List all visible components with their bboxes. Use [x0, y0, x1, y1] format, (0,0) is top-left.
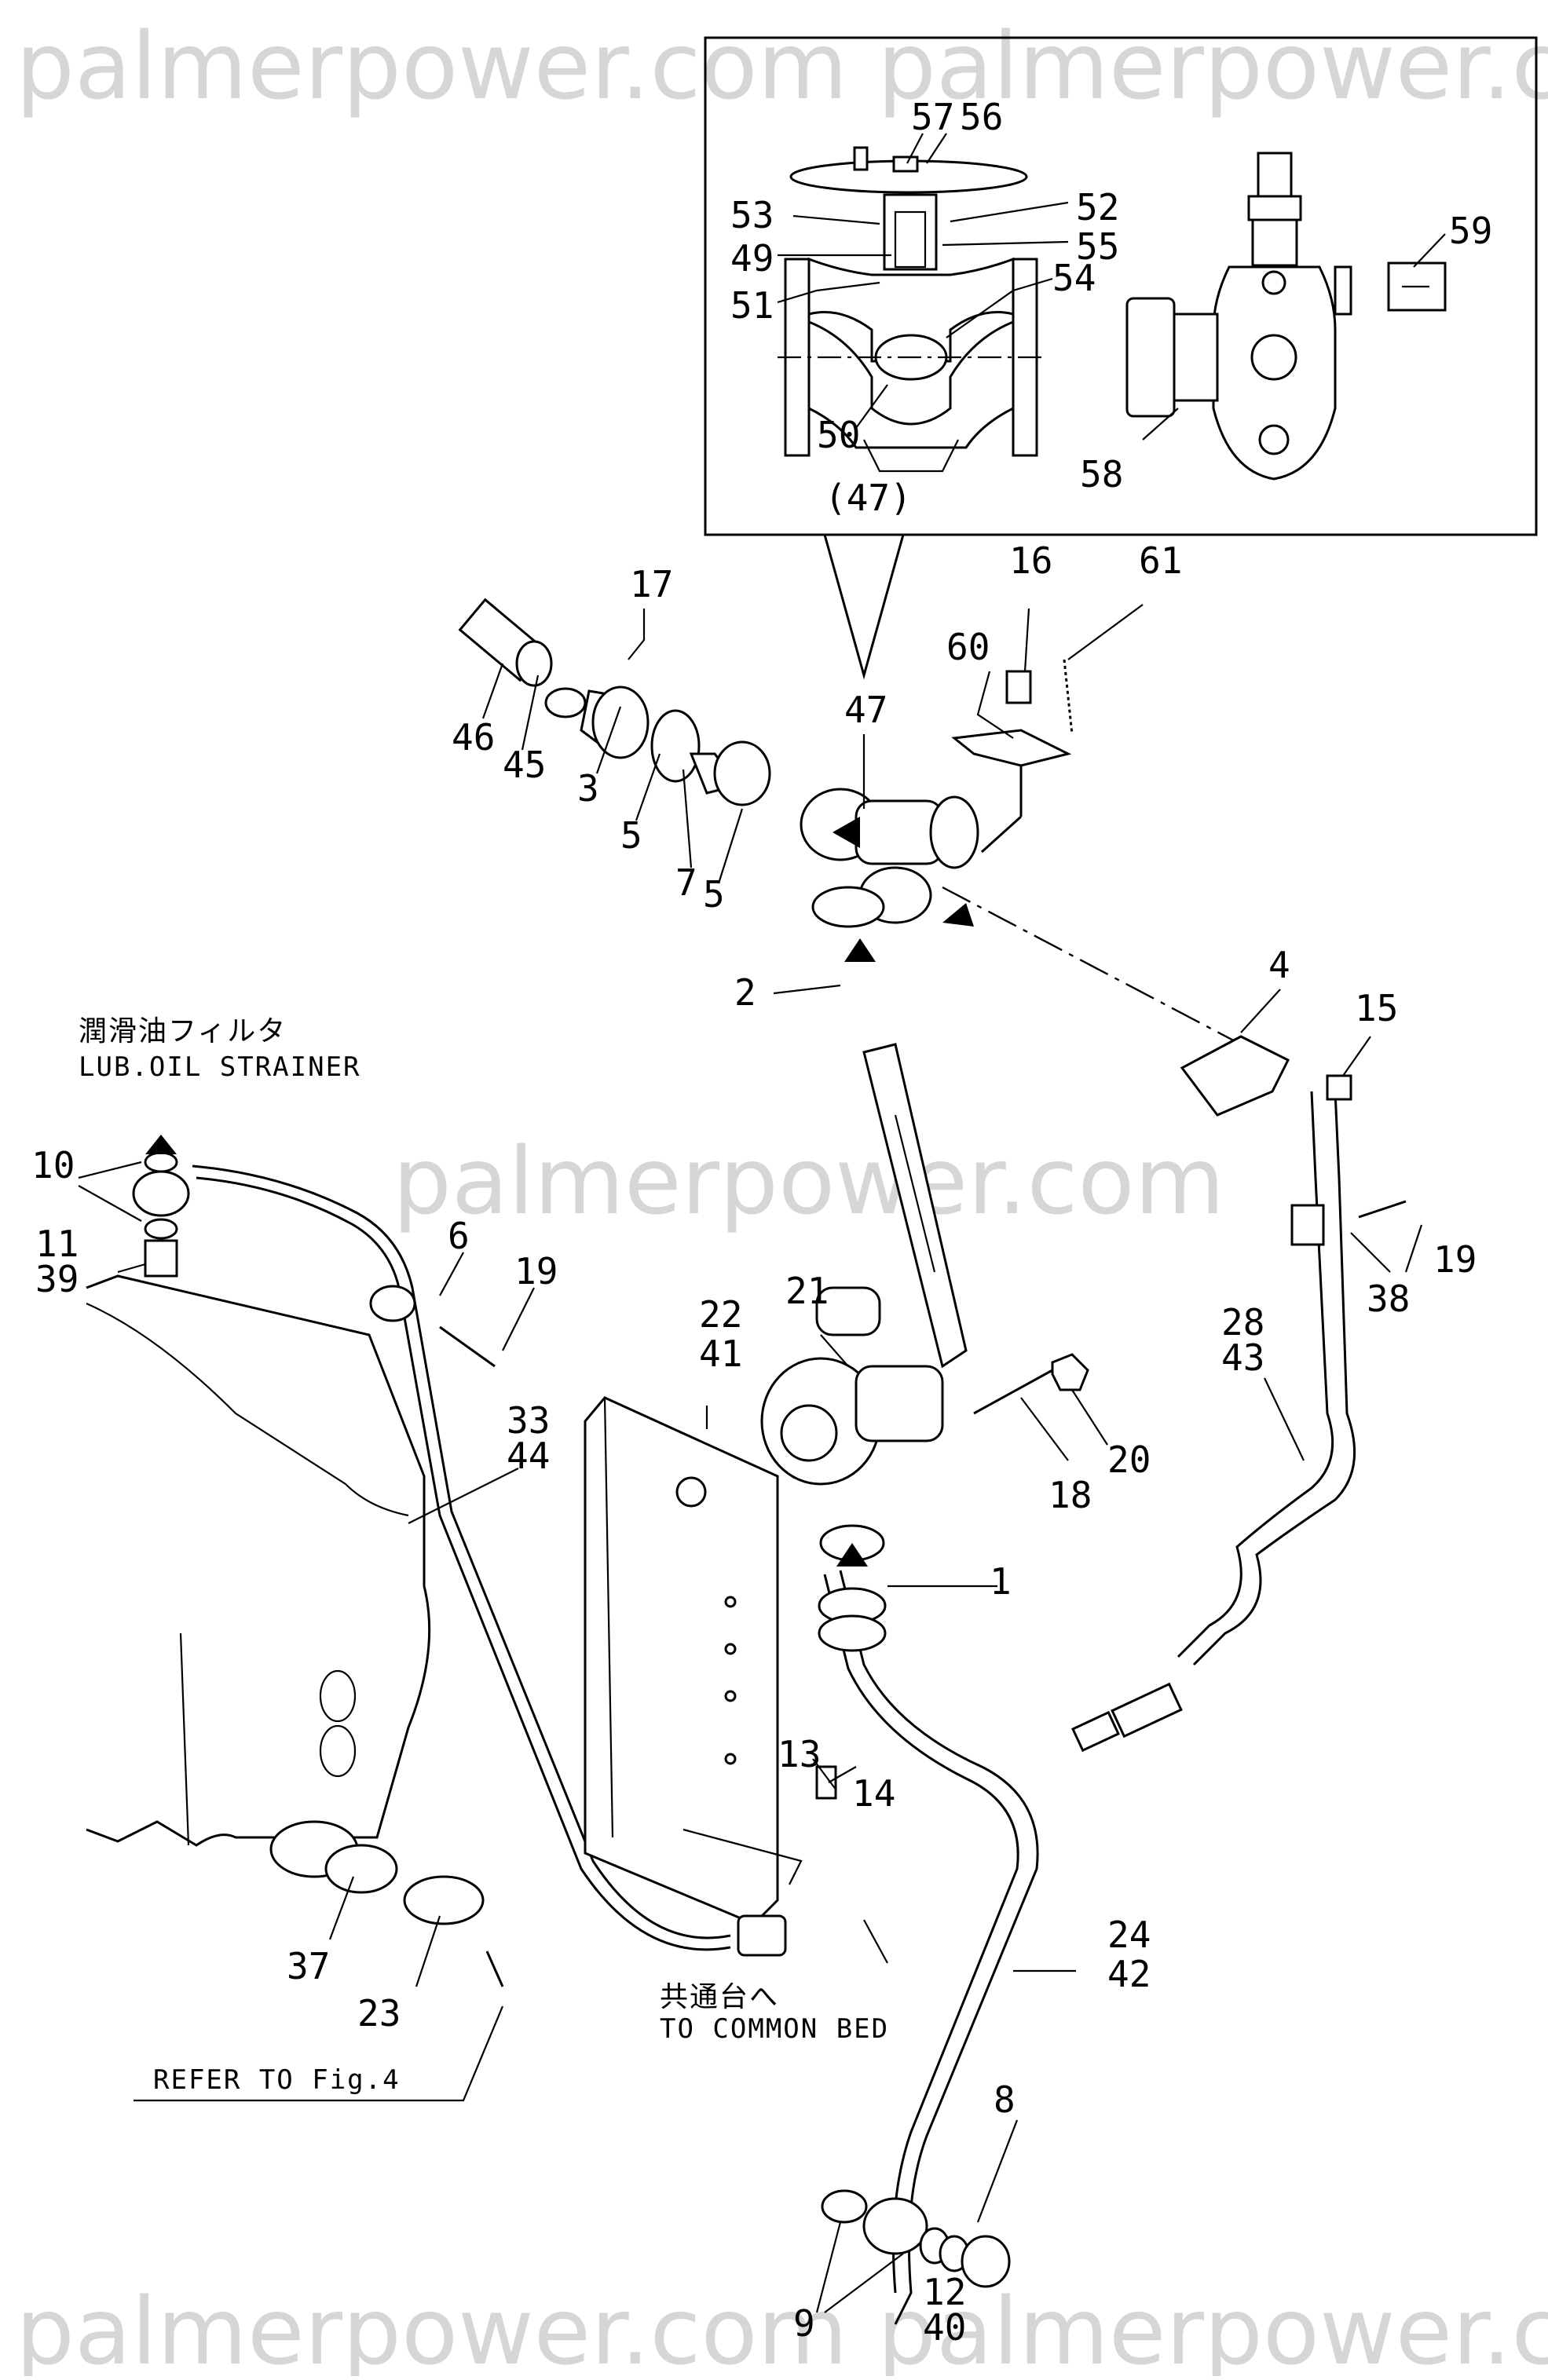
callout-45: 45 — [503, 744, 546, 786]
callout-56: 56 — [960, 96, 1003, 138]
callout-2: 2 — [734, 971, 756, 1014]
main-leaders — [78, 604, 1423, 2313]
callout-12: 12 — [923, 2271, 966, 2313]
strainer-label-jp: 潤滑油フィルタ — [79, 1015, 287, 1047]
callout-33: 33 — [507, 1399, 550, 1442]
callout-15: 15 — [1355, 987, 1398, 1029]
callout-52: 52 — [1076, 186, 1119, 228]
callout-47: 47 — [844, 689, 887, 731]
callout-14: 14 — [852, 1772, 895, 1815]
callout-43: 43 — [1221, 1336, 1264, 1379]
callout-18: 18 — [1048, 1474, 1092, 1516]
callout-55: 55 — [1076, 225, 1119, 268]
watermark-bottom: palmerpower.com palmerpower.com — [16, 2277, 1548, 2376]
callout-5b: 5 — [703, 873, 725, 916]
callout-51: 51 — [730, 284, 774, 327]
callout-21: 21 — [785, 1270, 829, 1312]
strainer-label-en: LUB.OIL STRAINER — [79, 1051, 361, 1083]
callout-40: 40 — [923, 2306, 966, 2349]
callout-20: 20 — [1107, 1439, 1151, 1481]
watermark-top: palmerpower.com palmerpower.com — [16, 12, 1548, 120]
callout-46: 46 — [452, 716, 495, 759]
common-bed-label-jp: 共通台へ — [660, 1981, 779, 2013]
callout-19a: 19 — [514, 1250, 558, 1292]
common-bed-label-en: TO COMMON BED — [660, 2013, 889, 2045]
refer-fig4-label: REFER TO Fig.4 — [153, 2064, 401, 2096]
callout-4: 4 — [1268, 944, 1290, 986]
callout-59: 59 — [1449, 210, 1492, 252]
callout-54: 54 — [1052, 257, 1096, 299]
inset-leaders — [777, 133, 1446, 441]
callout-6: 6 — [448, 1215, 470, 1257]
callout-1: 1 — [990, 1560, 1012, 1603]
callout-47-inset: (47) — [825, 477, 912, 519]
callout-57: 57 — [911, 96, 954, 138]
callout-22: 22 — [699, 1293, 742, 1336]
main-assembly: 17 16 61 60 47 46 45 3 5 7 5 2 4 15 10 1… — [31, 539, 1477, 2349]
callout-38: 38 — [1367, 1278, 1410, 1320]
callout-24: 24 — [1107, 1914, 1151, 1956]
callout-39: 39 — [35, 1258, 79, 1300]
callout-16: 16 — [1009, 539, 1052, 582]
callout-61: 61 — [1139, 539, 1182, 582]
callout-42: 42 — [1107, 1953, 1151, 1995]
callout-58: 58 — [1080, 453, 1123, 495]
callout-11: 11 — [35, 1223, 79, 1265]
callout-7: 7 — [675, 861, 697, 904]
callout-23: 23 — [357, 1992, 401, 2035]
callout-8: 8 — [994, 2078, 1016, 2121]
callout-10: 10 — [31, 1144, 75, 1186]
callout-13: 13 — [778, 1733, 821, 1775]
callout-9: 9 — [793, 2302, 815, 2345]
callout-28: 28 — [1221, 1301, 1264, 1344]
callout-50: 50 — [817, 414, 860, 456]
valve-detail-inset: 57 56 53 52 49 55 51 54 50 (47) 59 58 — [704, 36, 1538, 680]
callout-44: 44 — [507, 1435, 550, 1477]
callout-19b: 19 — [1433, 1238, 1477, 1281]
callout-3: 3 — [577, 767, 599, 810]
callout-53: 53 — [730, 194, 774, 236]
callout-49: 49 — [730, 237, 774, 280]
callout-37: 37 — [287, 1945, 330, 1987]
watermark-middle: palmerpower.com — [393, 1127, 1224, 1235]
callout-5a: 5 — [620, 814, 642, 857]
globe-valve-side-view — [1125, 152, 1447, 481]
callout-17: 17 — [630, 563, 673, 605]
callout-60: 60 — [946, 626, 990, 668]
callout-41: 41 — [699, 1333, 742, 1375]
